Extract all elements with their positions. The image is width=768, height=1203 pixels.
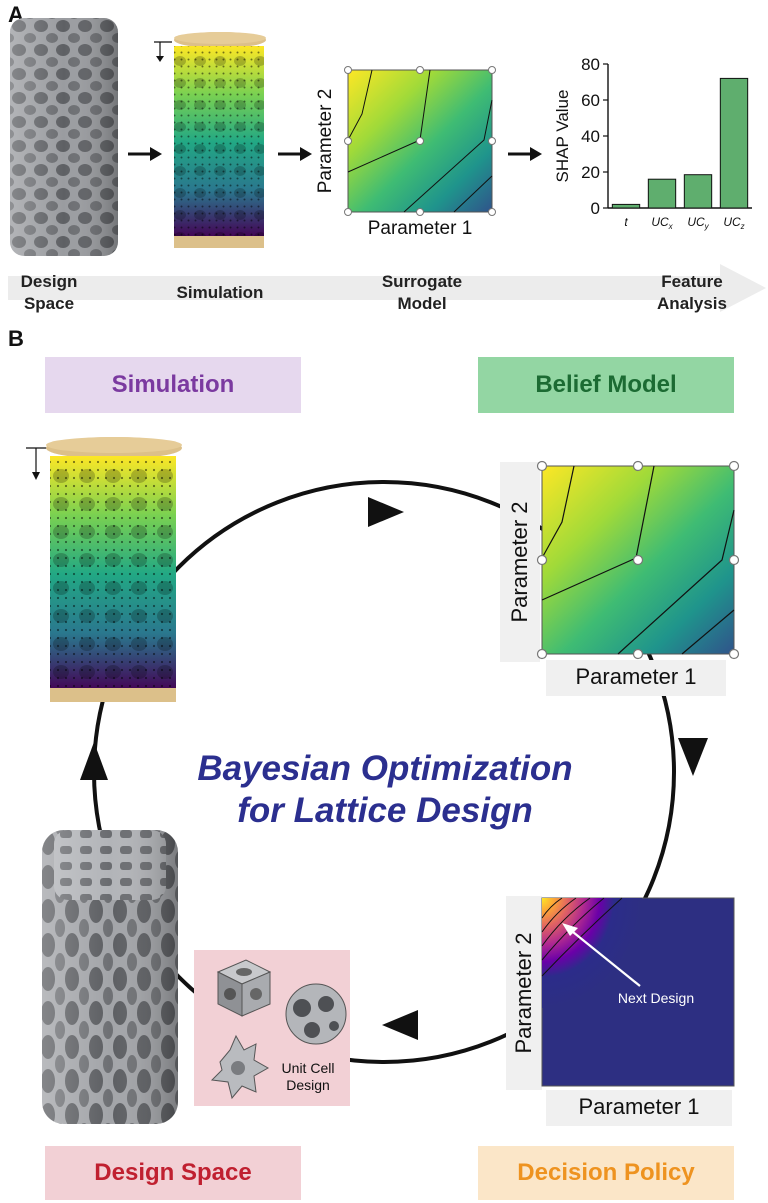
process-arrow-band xyxy=(8,264,766,312)
tag-design-space: Design Space xyxy=(45,1146,301,1200)
design-space-lattice-small xyxy=(10,18,118,256)
cycle-arrowhead-right xyxy=(678,738,708,776)
belief-ylabel: Parameter 2 xyxy=(500,462,540,662)
step-simulation-line1: Simulation xyxy=(176,283,264,302)
shap-y-tick-label: 0 xyxy=(591,199,600,218)
cycle-arrowhead-bottom xyxy=(382,1010,418,1040)
belief-xlabel: Parameter 1 xyxy=(575,664,697,689)
unit-cell-label-line1: Unit Cell xyxy=(281,1060,335,1076)
belief-xlabel-bg xyxy=(546,660,726,696)
step-label-feature-analysis: Feature Analysis xyxy=(632,271,752,315)
shap-y-tick-label: 20 xyxy=(581,163,600,182)
shap-y-axis-label: SHAP Value xyxy=(553,90,572,183)
step-surrogate-line2: Model xyxy=(397,294,447,313)
belief-ylabel-bg xyxy=(500,462,540,662)
cycle-arrowhead-top xyxy=(368,497,404,527)
belief-contour-large xyxy=(536,460,740,660)
shap-bar xyxy=(719,77,749,209)
shap-x-tick-label: UCx xyxy=(651,215,673,231)
unit-cell-spiky xyxy=(210,1034,270,1100)
step-surrogate-line1: Surrogate xyxy=(381,272,463,291)
step-feature-line2: Analysis xyxy=(657,294,727,313)
shap-y-tick-label: 60 xyxy=(581,91,600,110)
tag-decision-policy: Decision Policy xyxy=(478,1146,734,1200)
policy-xlabel: Parameter 1 xyxy=(578,1094,700,1119)
step-design-line1: Design xyxy=(20,272,78,291)
shap-plot-area: 0 20 40 60 80 t UCx UCy UCz SHAP Value xyxy=(553,55,752,231)
arrow-right-2 xyxy=(278,147,312,161)
shap-y-tick-label: 40 xyxy=(581,127,600,146)
shap-bar xyxy=(683,174,713,209)
shap-x-tick-label: t xyxy=(624,215,628,229)
surrogate-xlabel: Parameter 1 xyxy=(367,218,473,239)
design-space-lattice-large xyxy=(42,830,178,1124)
surrogate-contour-small xyxy=(344,66,496,216)
cycle-arrowhead-left xyxy=(80,742,108,780)
arrow-right-3 xyxy=(508,147,542,161)
shap-x-tick-label: UCy xyxy=(687,215,709,231)
step-design-line2: Space xyxy=(23,294,75,313)
shap-y-tick-label: 80 xyxy=(581,55,600,74)
policy-acquisition-plot xyxy=(541,897,735,1087)
simulation-lattice-large xyxy=(26,437,182,702)
arrow-right-1 xyxy=(128,147,162,161)
belief-ylabel-text: Parameter 2 xyxy=(507,501,532,623)
main-title: Bayesian Optimization for Lattice Design xyxy=(150,748,620,832)
unit-cell-shapes xyxy=(210,959,347,1100)
shap-bar-chart: 0 20 40 60 80 t UCx UCy UCz SHAP Value xyxy=(553,55,752,231)
step-feature-line1: Feature xyxy=(661,272,723,291)
next-design-annotation: Next Design xyxy=(617,990,695,1006)
policy-xlabel-bg xyxy=(546,1090,732,1126)
unit-cell-label-line2: Design xyxy=(286,1077,330,1093)
shap-bar xyxy=(647,178,677,209)
panel-b-letter: B xyxy=(8,326,24,351)
policy-ylabel-bg xyxy=(506,896,542,1090)
main-title-line1: Bayesian Optimization xyxy=(197,749,573,788)
unit-cell-label: Unit Cell Design xyxy=(268,1060,348,1094)
policy-ylabel-text: Parameter 2 xyxy=(511,932,536,1054)
main-title-line2: for Lattice Design xyxy=(237,791,533,830)
unit-cell-cube xyxy=(216,959,272,1017)
step-label-design-space: Design Space xyxy=(0,271,98,315)
tag-belief-model: Belief Model xyxy=(478,357,734,413)
policy-ylabel: Parameter 2 xyxy=(506,896,542,1090)
shap-bar xyxy=(611,203,641,209)
step-label-simulation: Simulation xyxy=(150,282,290,304)
tag-simulation: Simulation xyxy=(45,357,301,413)
unit-cell-gyroid xyxy=(285,983,347,1045)
step-label-surrogate-model: Surrogate Model xyxy=(360,271,484,315)
shap-x-tick-label: UCz xyxy=(723,215,744,231)
simulation-lattice-small xyxy=(154,32,266,248)
